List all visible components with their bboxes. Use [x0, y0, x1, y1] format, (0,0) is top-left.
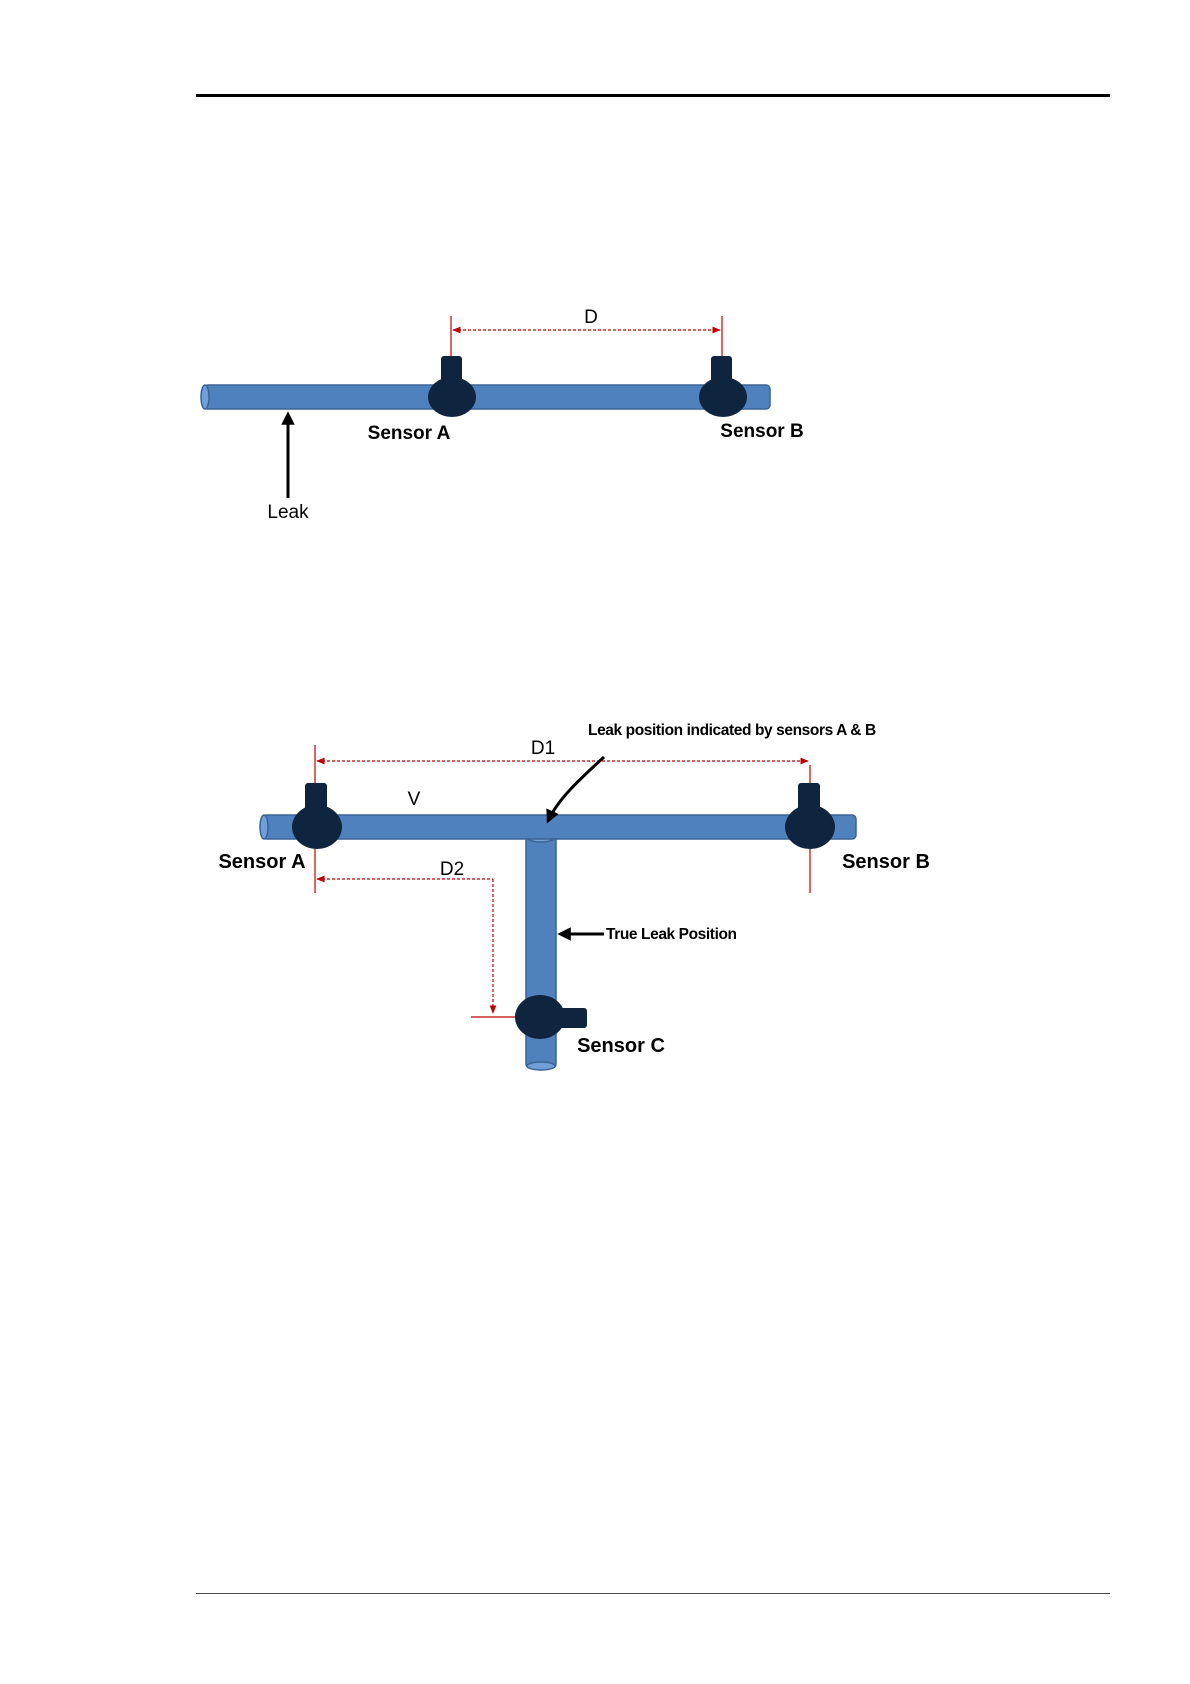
sensor-a-label: Sensor A: [368, 423, 451, 444]
pipe-end-left: [201, 385, 209, 409]
header-rule: [196, 94, 1110, 97]
figure-2-tee-pipe-diagram: D1 D2 V Leak position indicated by senso…: [0, 715, 1190, 1075]
sensor-b-icon: [785, 783, 835, 849]
main-pipe: [204, 385, 770, 409]
sensor-b-label: Sensor B: [842, 851, 930, 873]
sensor-b-label: Sensor B: [720, 421, 803, 442]
pipe-end-left: [260, 815, 268, 839]
sensor-a-icon: [428, 356, 476, 417]
sensor-c-label: Sensor C: [577, 1035, 665, 1057]
indicated-leak-arrow-icon: [548, 757, 604, 821]
main-pipe: [262, 815, 856, 839]
footer-rule: [196, 1593, 1110, 1594]
dimension-label-d2: D2: [440, 859, 464, 880]
figure-1-pipe-diagram: D Sensor A Sensor B Leak: [0, 300, 1190, 530]
sensor-c-icon: [515, 995, 587, 1039]
sensor-b-icon: [699, 356, 747, 417]
sensor-a-label: Sensor A: [218, 851, 305, 873]
true-leak-label: True Leak Position: [606, 926, 737, 943]
dimension-label-d: D: [584, 307, 598, 328]
dimension-label-d1: D1: [531, 738, 555, 759]
velocity-label: V: [408, 789, 421, 810]
indicated-leak-label: Leak position indicated by sensors A & B: [588, 722, 876, 739]
leak-label: Leak: [267, 502, 309, 523]
sensor-a-icon: [292, 783, 342, 849]
branch-pipe-end-bottom: [527, 1062, 555, 1070]
